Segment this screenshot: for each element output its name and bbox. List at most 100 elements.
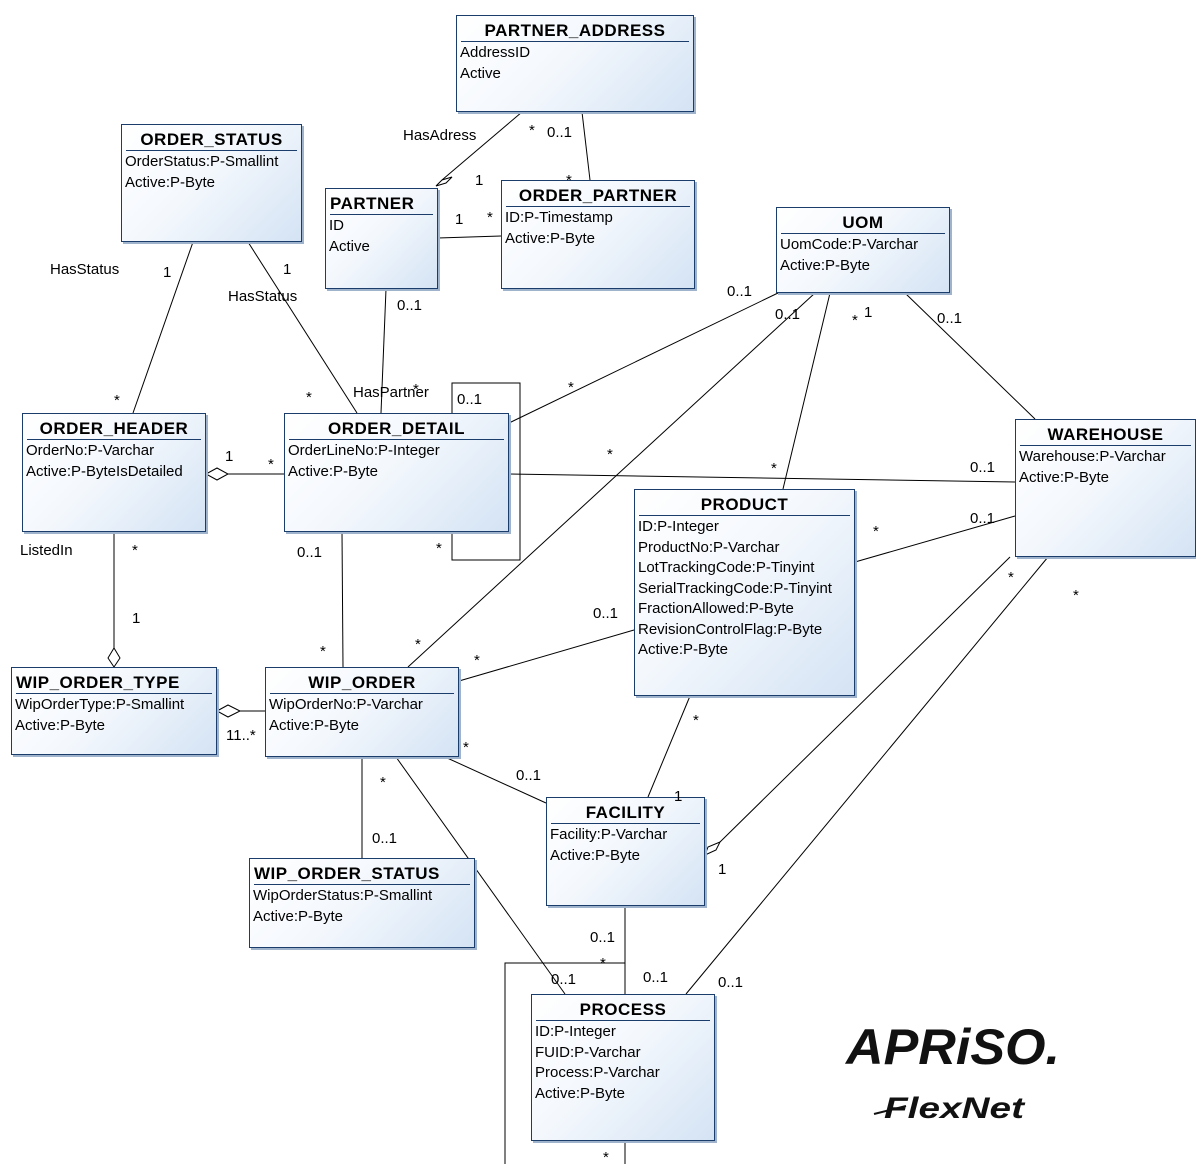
multiplicity-label: * bbox=[1008, 569, 1014, 586]
attribute: Active:P-Byte bbox=[269, 716, 360, 734]
multiplicity-label: * bbox=[320, 643, 326, 660]
line-uom-warehouse bbox=[904, 292, 1036, 420]
line-warehouse-process bbox=[685, 556, 1049, 995]
multiplicity-label: 1 bbox=[475, 172, 484, 189]
line-partner-order-detail bbox=[380, 288, 387, 414]
entity-wip-order-status[interactable]: WIP_ORDER_STATUS WipOrderStatus:P-Smalli… bbox=[249, 858, 475, 948]
entity-order-status[interactable]: ORDER_STATUS OrderStatus:P-Smallint Acti… bbox=[121, 124, 302, 242]
attribute: Facility:P-Varchar bbox=[550, 826, 668, 843]
aggregation-diamond-wip-order bbox=[215, 704, 242, 718]
multiplicity-label: 0..1 bbox=[970, 459, 996, 476]
logo-brand-text: APRiSO. bbox=[844, 1019, 1060, 1075]
attribute: UomCode:P-Varchar bbox=[780, 236, 919, 253]
multiplicity-label: * bbox=[529, 122, 535, 139]
aggregation-diamond-partner bbox=[435, 176, 453, 187]
entity-process[interactable]: PROCESS ID:P-Integer FUID:P-Varchar Proc… bbox=[531, 994, 715, 1141]
attribute: OrderNo:P-Varchar bbox=[26, 442, 155, 459]
multiplicity-label: 1 bbox=[864, 304, 873, 321]
multiplicity-label: * bbox=[474, 652, 480, 669]
multiplicity-label: * bbox=[600, 955, 606, 972]
line-process-self bbox=[504, 962, 626, 1164]
line-order-detail-uom bbox=[508, 292, 779, 424]
entity-wip-order-type[interactable]: WIP_ORDER_TYPE WipOrderType:P-Smallint A… bbox=[11, 667, 217, 755]
attribute: ID bbox=[329, 217, 344, 234]
entity-title: FACILITY bbox=[551, 801, 700, 824]
multiplicity-label: * bbox=[873, 523, 879, 540]
multiplicity-label: * bbox=[415, 636, 421, 653]
attribute: Active bbox=[460, 64, 501, 82]
logo-swoosh bbox=[873, 1105, 907, 1115]
line-order-detail-self bbox=[451, 382, 521, 561]
multiplicity-label: 0..1 bbox=[547, 124, 573, 141]
multiplicity-label: 0..1 bbox=[718, 974, 744, 991]
multiplicity-label: 0..1 bbox=[727, 283, 753, 300]
multiplicity-label: * bbox=[380, 774, 386, 791]
multiplicity-label: 11..* bbox=[226, 727, 256, 744]
attribute: Active:P-Byte bbox=[505, 229, 596, 247]
multiplicity-label: 0..1 bbox=[970, 510, 996, 527]
attribute: Active:P-Byte bbox=[550, 846, 641, 864]
entity-product[interactable]: PRODUCT ID:P-Integer ProductNo:P-Varchar… bbox=[634, 489, 855, 696]
entity-title: UOM bbox=[781, 211, 945, 234]
multiplicity-label: 0..1 bbox=[297, 544, 323, 561]
multiplicity-label: 0..1 bbox=[516, 767, 542, 784]
entity-warehouse[interactable]: WAREHOUSE Warehouse:P-Varchar Active:P-B… bbox=[1015, 419, 1196, 557]
line-uom-product bbox=[782, 292, 831, 490]
line-partner-partner-address bbox=[441, 111, 523, 181]
multiplicity-label: 1 bbox=[132, 610, 141, 627]
attribute: OrderLineNo:P-Integer bbox=[288, 442, 440, 459]
multiplicity-label: * bbox=[566, 172, 572, 189]
multiplicity-label: 0..1 bbox=[643, 969, 669, 986]
entity-wip-order[interactable]: WIP_ORDER WipOrderNo:P-Varchar Active:P-… bbox=[265, 667, 459, 757]
attribute: Active:P-Byte bbox=[780, 256, 871, 274]
attribute: ID:P-Integer bbox=[638, 518, 719, 535]
multiplicity-label: 0..1 bbox=[372, 830, 398, 847]
line-wip-order-process bbox=[395, 756, 566, 995]
multiplicity-label: 0..1 bbox=[590, 929, 616, 946]
entity-order-partner[interactable]: ORDER_PARTNER ID:P-Timestamp Active:P-By… bbox=[501, 180, 695, 289]
entity-title: ORDER_DETAIL bbox=[289, 417, 504, 440]
multiplicity-label: * bbox=[1073, 587, 1079, 604]
relationship-label: HasStatus bbox=[228, 288, 298, 305]
relationship-label: HasPartner bbox=[353, 384, 429, 401]
attribute: WipOrderType:P-Smallint bbox=[15, 696, 185, 713]
attribute: ID:P-Timestamp bbox=[505, 209, 613, 226]
attribute: Active:P-Byte bbox=[15, 716, 106, 734]
line-partner-order-partner bbox=[437, 235, 502, 239]
attribute: WipOrderNo:P-Varchar bbox=[269, 696, 423, 713]
line-order-detail-wip-order bbox=[341, 531, 344, 668]
multiplicity-label: 0..1 bbox=[397, 297, 423, 314]
line-facility-warehouse bbox=[719, 556, 1011, 843]
line-product-facility bbox=[647, 695, 691, 798]
entity-partner[interactable]: PARTNER ID Active bbox=[325, 188, 438, 289]
aggregation-diamond-wip-order-type bbox=[107, 647, 121, 668]
multiplicity-label: 1 bbox=[163, 264, 172, 281]
line-order-partner-partner-address bbox=[581, 111, 591, 181]
relationship-label: ListedIn bbox=[20, 542, 73, 559]
multiplicity-label: 1 bbox=[674, 788, 683, 805]
line-product-warehouse bbox=[854, 515, 1016, 563]
aggregation-diamond-facility bbox=[704, 841, 722, 856]
attribute: FUID:P-Varchar bbox=[535, 1043, 641, 1061]
entity-title: PROCESS bbox=[536, 998, 710, 1021]
attribute: ID:P-Integer bbox=[535, 1023, 616, 1040]
attribute: ProductNo:P-Varchar bbox=[638, 538, 780, 556]
line-uom-wip-order bbox=[407, 292, 816, 668]
multiplicity-label: * bbox=[487, 209, 493, 226]
attribute: FractionAllowed:P-Byte bbox=[638, 600, 794, 617]
apriso-flexnet-logo: APRiSO. FlexNet bbox=[844, 1019, 1060, 1125]
entity-order-header[interactable]: ORDER_HEADER OrderNo:P-Varchar Active:P-… bbox=[22, 413, 206, 532]
multiplicity-label: * bbox=[463, 739, 469, 756]
multiplicity-label: * bbox=[132, 542, 138, 559]
entity-facility[interactable]: FACILITY Facility:P-Varchar Active:P-Byt… bbox=[546, 797, 705, 906]
attribute: WipOrderStatus:P-Smallint bbox=[253, 887, 433, 904]
line-order-status-order-detail bbox=[247, 241, 358, 414]
entity-uom[interactable]: UOM UomCode:P-Varchar Active:P-Byte bbox=[776, 207, 950, 293]
attribute: SerialTrackingCode:P-Tinyint bbox=[638, 579, 832, 597]
multiplicity-label: * bbox=[268, 456, 274, 473]
multiplicity-label: * bbox=[693, 712, 699, 729]
entity-order-detail[interactable]: ORDER_DETAIL OrderLineNo:P-Integer Activ… bbox=[284, 413, 509, 532]
entity-partner-address[interactable]: PARTNER_ADDRESS AddressID Active bbox=[456, 15, 694, 112]
multiplicity-label: 0..1 bbox=[593, 605, 619, 622]
